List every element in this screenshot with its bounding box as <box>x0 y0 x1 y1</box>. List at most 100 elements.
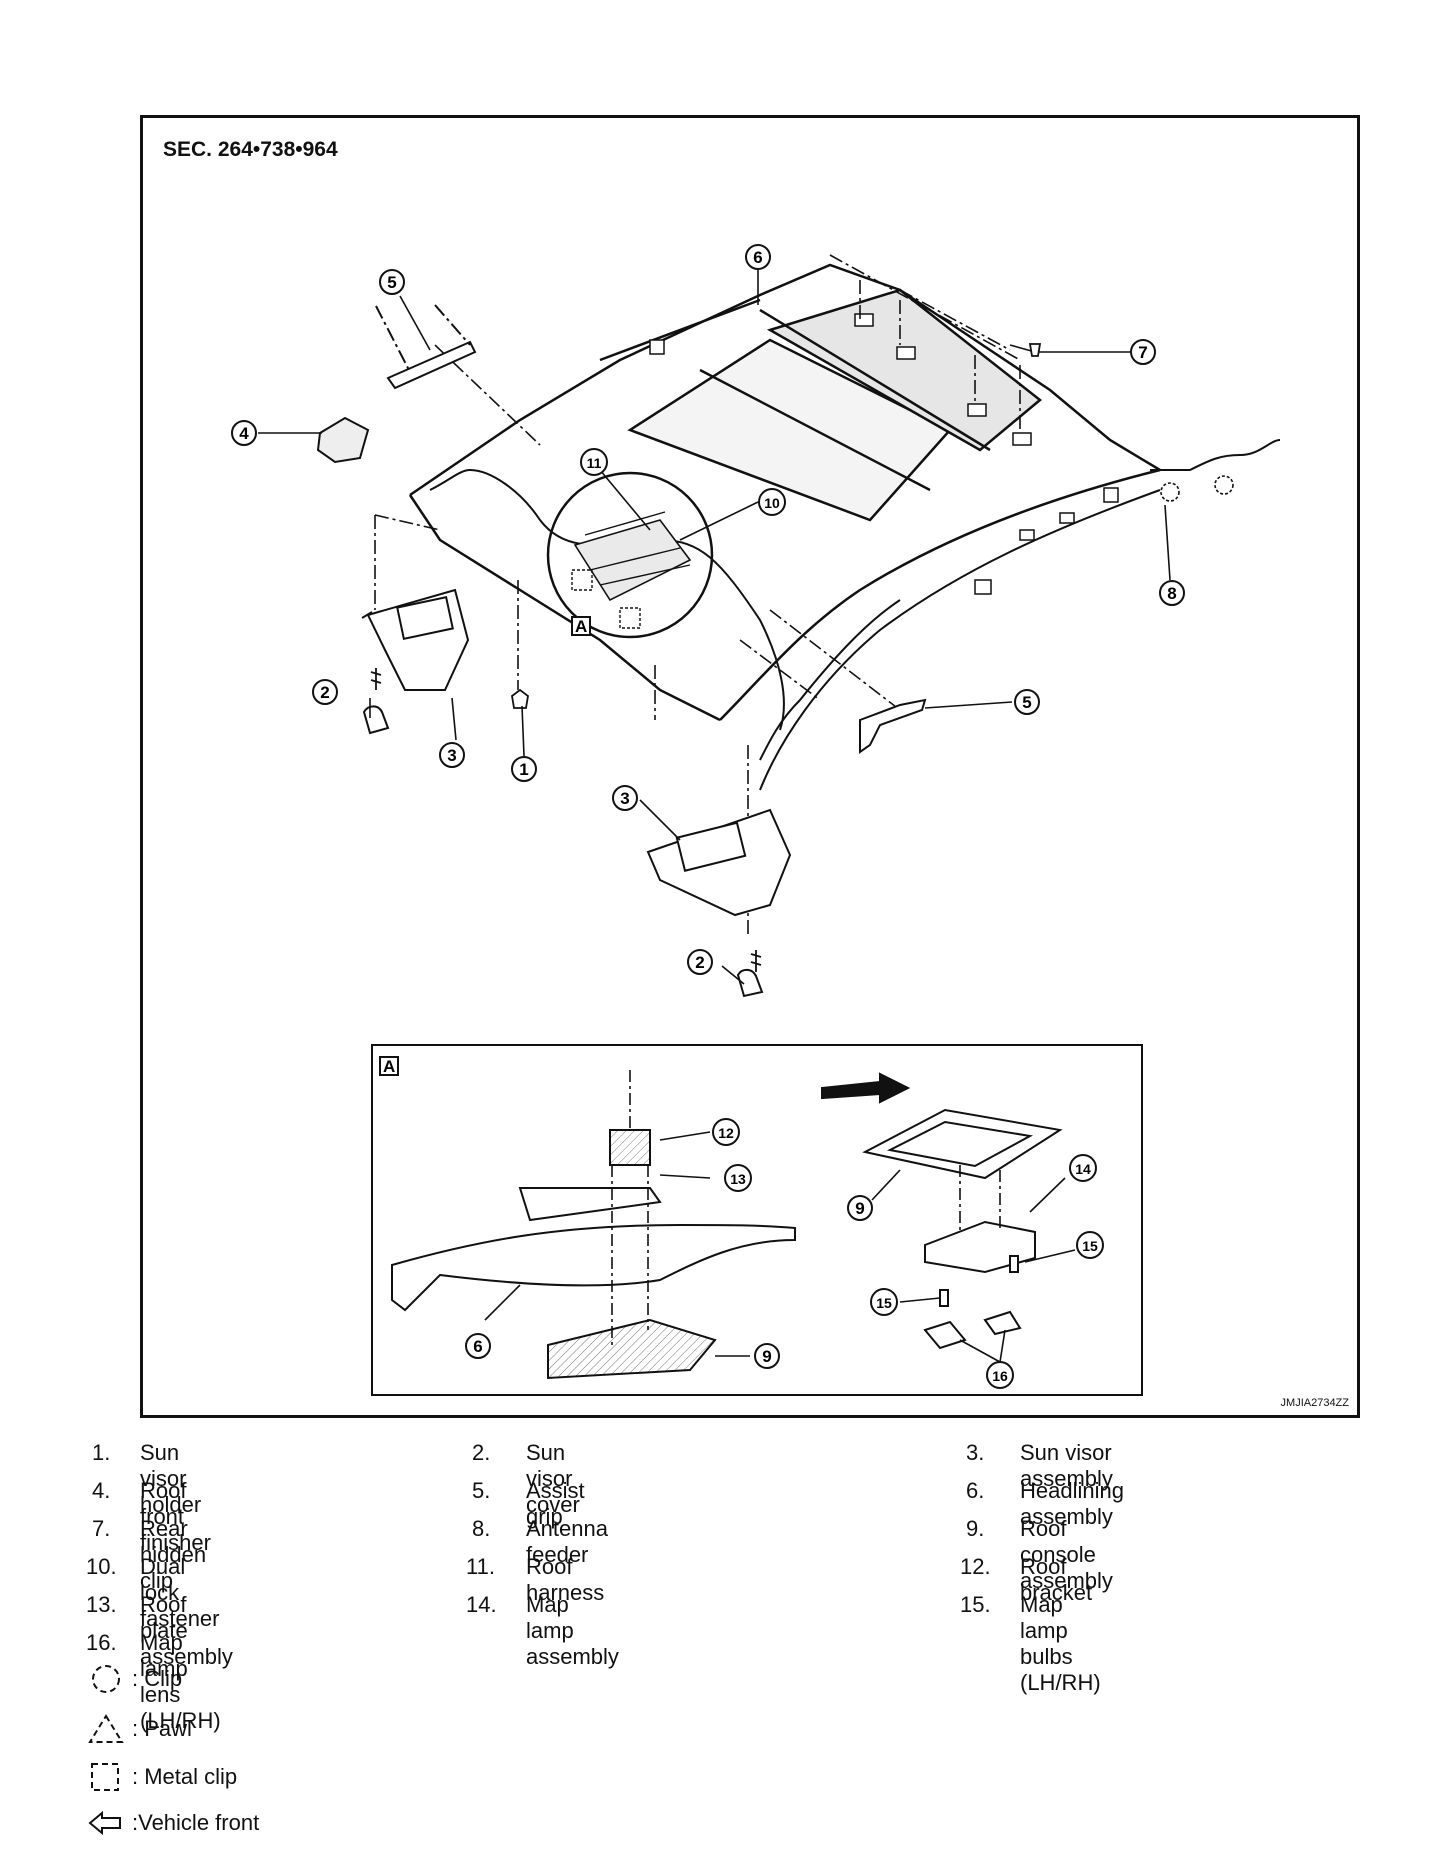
legend-item-number: 16. <box>86 1630 117 1655</box>
legend-item-number: 11. <box>466 1554 495 1579</box>
dashed-triangle-icon <box>88 1714 124 1743</box>
callout-9a-label: 9 <box>762 1347 771 1366</box>
callout-2b: 2 <box>687 949 713 975</box>
diagram-frame: SEC. 264•738•964 JMJIA2734ZZ <box>140 115 1360 1418</box>
sun-visor-holder <box>511 688 529 709</box>
roof-front-finisher <box>316 416 370 464</box>
callout-6a-label: 6 <box>753 248 762 267</box>
legend-item-name: Sun visor cover <box>526 1440 580 1517</box>
callout-leaders <box>258 270 1171 985</box>
callout-9b: 9 <box>847 1195 873 1221</box>
legend-item-number: 1. <box>92 1440 111 1465</box>
legend-item-number: 12. <box>960 1554 991 1579</box>
callout-7: 7 <box>1130 339 1156 365</box>
callout-6a: 6 <box>745 244 771 270</box>
callout-13: 13 <box>724 1164 752 1192</box>
legend-item-number: 6. <box>966 1478 985 1503</box>
symbol-clip: : Clip <box>86 1662 182 1696</box>
legend-item-number: 9. <box>966 1516 985 1541</box>
callout-12: 12 <box>712 1118 740 1146</box>
legend-item-number: 5. <box>472 1478 491 1503</box>
callout-9a: 9 <box>754 1343 780 1369</box>
legend-item-name: Map lamp bulbs (LH/RH) <box>1020 1592 1101 1695</box>
callout-2a-label: 2 <box>320 683 329 702</box>
callout-2a: 2 <box>312 679 338 705</box>
callout-15a-label: 15 <box>1082 1238 1098 1254</box>
callout-16: 16 <box>986 1361 1014 1389</box>
legend-item-number: 10. <box>86 1554 117 1579</box>
sun-visor-right <box>646 808 792 917</box>
detail-a-tag: A <box>571 616 591 636</box>
legend-item-name: Roof plate assembly <box>140 1592 233 1669</box>
symbol-pawl-label: : Pawl <box>132 1716 192 1741</box>
legend-item-name: Assist grip <box>526 1478 585 1529</box>
callout-2b-label: 2 <box>695 953 704 972</box>
callout-10-label: 10 <box>764 495 780 511</box>
callout-5a-label: 5 <box>387 273 396 292</box>
antenna-connectors <box>1160 475 1234 502</box>
callout-3a-label: 3 <box>447 746 456 765</box>
legend-item-name: Headlining assembly <box>1020 1478 1124 1529</box>
callout-4: 4 <box>231 420 257 446</box>
callout-8-label: 8 <box>1167 584 1176 603</box>
section-code: SEC. 264•738•964 <box>163 138 338 161</box>
symbol-vehicle-front: :Vehicle front <box>86 1806 259 1840</box>
legend-item-name: Map lamp lens (LH/RH) <box>140 1630 221 1733</box>
callout-3a: 3 <box>439 742 465 768</box>
dashed-circle-icon <box>92 1665 120 1693</box>
sun-visor-left <box>361 588 470 691</box>
callout-13-label: 13 <box>730 1171 746 1187</box>
callout-5b-label: 5 <box>1022 693 1031 712</box>
legend-item-name: Sun visor holder <box>140 1440 202 1517</box>
callout-12-label: 12 <box>718 1125 734 1141</box>
callout-15a: 15 <box>1076 1231 1104 1259</box>
symbol-metal-clip: : Metal clip <box>86 1760 237 1794</box>
callout-11: 11 <box>580 448 608 476</box>
detail-a-tag-label: A <box>575 617 587 636</box>
assist-grip-lower <box>859 698 927 754</box>
callout-16-label: 16 <box>992 1368 1008 1384</box>
detail-a-magnifier <box>546 471 714 639</box>
callout-14-label: 14 <box>1075 1161 1091 1177</box>
symbol-metal-clip-label: : Metal clip <box>132 1764 238 1789</box>
callout-11-label: 11 <box>587 455 602 471</box>
exploded-view-drawing: A A <box>231 244 1281 1396</box>
arrow-left-icon <box>88 1810 121 1836</box>
callout-5a: 5 <box>379 269 405 295</box>
callout-8: 8 <box>1159 580 1185 606</box>
callout-15b-label: 15 <box>876 1295 892 1311</box>
symbol-vehicle-front-label: :Vehicle front <box>132 1810 260 1835</box>
callout-6b-label: 6 <box>473 1337 482 1356</box>
legend-item-number: 8. <box>472 1516 491 1541</box>
callout-3b-label: 3 <box>620 789 629 808</box>
callout-6b: 6 <box>465 1333 491 1359</box>
legend-item-name: Map lamp assembly <box>526 1592 619 1669</box>
callout-4-label: 4 <box>239 424 249 443</box>
callout-15b: 15 <box>870 1288 898 1316</box>
callout-10: 10 <box>758 488 786 516</box>
callout-1: 1 <box>511 756 537 782</box>
inset-a-label: A <box>383 1057 395 1076</box>
legend-item-number: 14. <box>466 1592 497 1617</box>
legend-item-name: Roof bracket <box>1020 1554 1093 1605</box>
callout-7-label: 7 <box>1138 343 1147 362</box>
legend-item-name: Rear hidden clip <box>140 1516 207 1593</box>
symbol-clip-label: : Clip <box>132 1666 183 1691</box>
callout-1-label: 1 <box>519 760 528 779</box>
clip-marks <box>649 313 1119 595</box>
legend-item-name: Antenna feeder <box>526 1516 608 1567</box>
rear-hidden-clip <box>1028 343 1042 357</box>
legend-item-number: 2. <box>472 1440 491 1465</box>
assist-grip-upper <box>375 304 477 390</box>
legend-item-name: Roof front finisher <box>140 1478 211 1555</box>
callout-14: 14 <box>1069 1154 1097 1182</box>
inset-detail-a: A <box>371 1044 1143 1396</box>
callout-3b: 3 <box>612 785 638 811</box>
legend-item-number: 3. <box>966 1440 985 1465</box>
symbol-pawl: : Pawl <box>86 1712 192 1746</box>
figure-reference: JMJIA2734ZZ <box>1280 1397 1349 1409</box>
dashed-square-icon <box>91 1763 119 1791</box>
legend-item-number: 15. <box>960 1592 991 1617</box>
legend-item-name: Sun visor assembly <box>1020 1440 1113 1491</box>
legend-item-number: 13. <box>86 1592 117 1617</box>
